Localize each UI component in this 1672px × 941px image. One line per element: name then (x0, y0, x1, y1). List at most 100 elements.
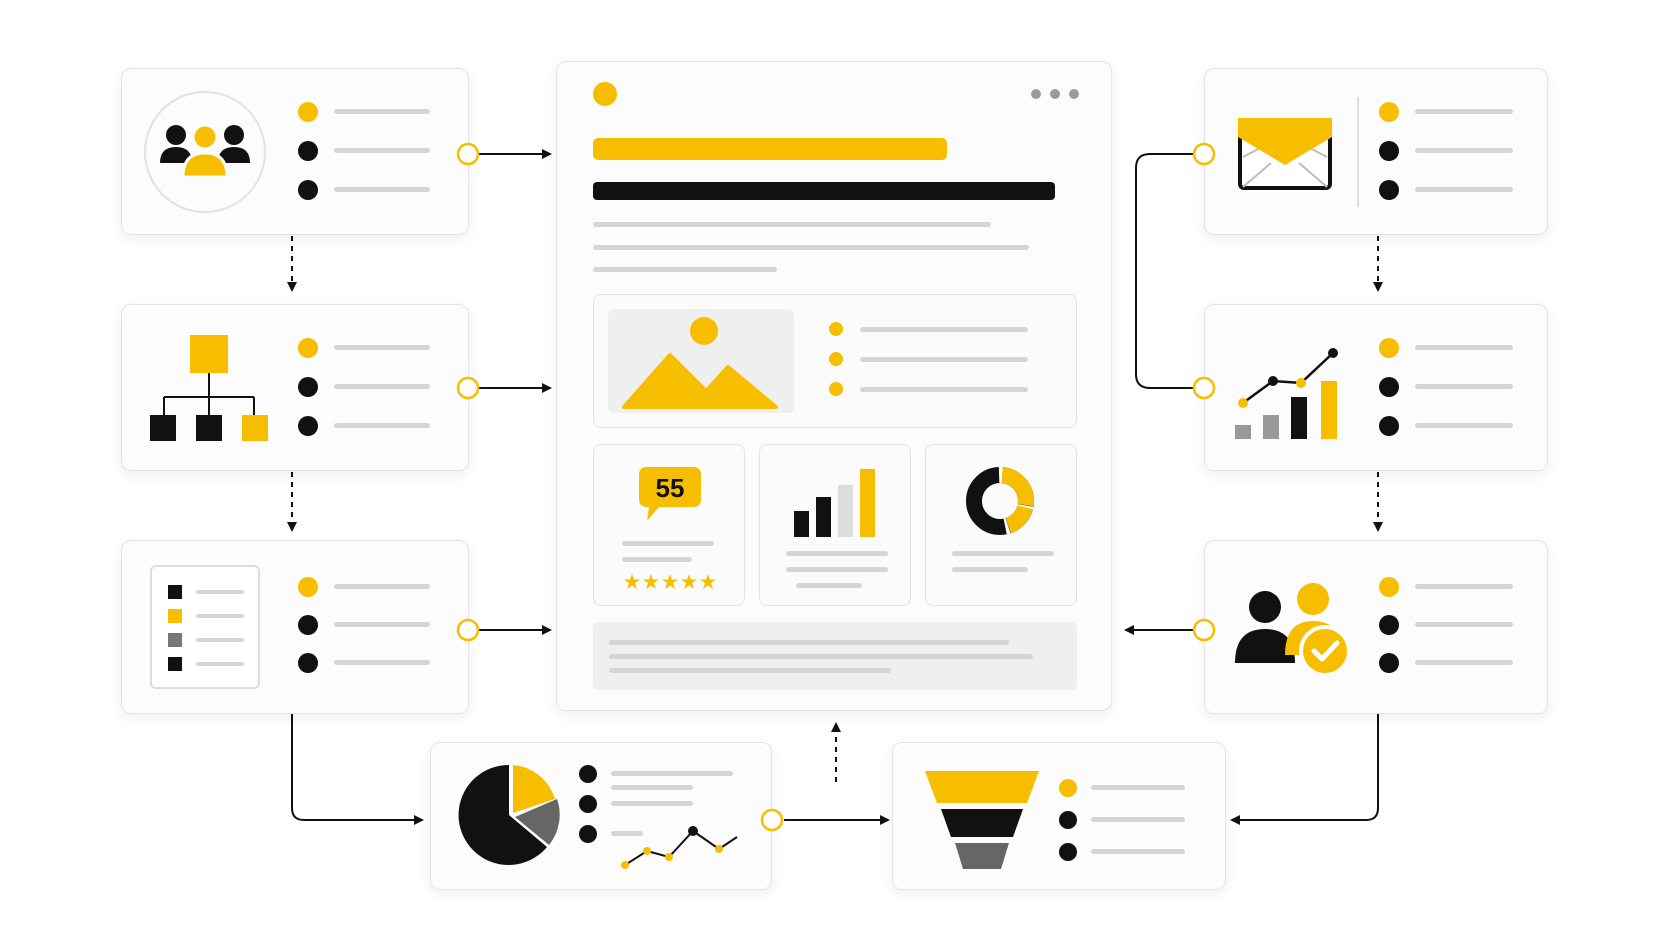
text-line (611, 801, 693, 806)
bullet-dot (298, 102, 318, 122)
text-line (609, 654, 1033, 659)
bullet-dot (298, 338, 318, 358)
bullet-dot (1379, 615, 1399, 635)
text-line (1415, 345, 1513, 350)
text-line (334, 660, 430, 665)
bullet-dot (579, 795, 597, 813)
bullet-dot (1379, 141, 1399, 161)
bullet-dot (1379, 102, 1399, 122)
envelope-icon (1238, 118, 1332, 190)
center-document-card: 55 (556, 61, 1112, 711)
text-line (609, 668, 891, 673)
text-line (1415, 187, 1513, 192)
user-check-icon (1235, 583, 1351, 677)
arrow-list-to-pie (291, 713, 424, 825)
bullet-dot (1379, 653, 1399, 673)
document-status-dot (593, 82, 617, 106)
bullet-dot (829, 382, 843, 396)
trend-line-icon (621, 826, 738, 869)
bullet-dot (829, 322, 843, 336)
text-line (786, 551, 888, 556)
bullet-dot (298, 577, 318, 597)
card-divider (1357, 97, 1359, 207)
quote-tile: 55 (593, 444, 745, 606)
text-line (622, 541, 714, 546)
bullet-dot (298, 377, 318, 397)
text-line (1091, 849, 1185, 854)
text-line (611, 771, 733, 776)
text-line (1415, 109, 1513, 114)
more-dots-icon[interactable] (1031, 89, 1079, 99)
document-title-bar (593, 138, 947, 160)
text-line (796, 583, 862, 588)
text-line (1415, 622, 1513, 627)
donut-chart-tile (925, 444, 1077, 606)
text-line (1415, 660, 1513, 665)
text-line (1091, 817, 1185, 822)
growth-card (1204, 304, 1548, 471)
org-chart-icon (150, 335, 268, 441)
arrow-user-to-funnel (1230, 713, 1379, 825)
text-line (593, 267, 777, 272)
text-line (860, 327, 1028, 332)
funnel-icon (925, 771, 1039, 869)
text-line (952, 551, 1054, 556)
checklist-card (121, 540, 469, 714)
text-line (334, 109, 430, 114)
text-line (611, 785, 693, 790)
text-line (786, 567, 888, 572)
user-verified-card (1204, 540, 1548, 714)
bullet-dot (829, 352, 843, 366)
text-line (1091, 785, 1185, 790)
image-icon (608, 309, 794, 413)
text-line (593, 222, 991, 227)
pie-analytics-card (430, 742, 772, 890)
text-line (593, 245, 1029, 250)
bullet-dot (579, 825, 597, 843)
team-icon (144, 91, 266, 213)
star-rating-icon (624, 574, 716, 589)
text-line (622, 557, 692, 562)
growth-chart-icon (1235, 348, 1338, 439)
bullet-dot (1059, 843, 1077, 861)
text-line (1415, 384, 1513, 389)
bullet-dot (298, 180, 318, 200)
text-line (334, 384, 430, 389)
svg-text:55: 55 (656, 473, 685, 503)
document-heading-bar (593, 182, 1055, 200)
bar-chart-icon (794, 469, 875, 537)
bullet-dot (298, 615, 318, 635)
text-line (334, 622, 430, 627)
email-card (1204, 68, 1548, 235)
checklist-icon (150, 565, 260, 689)
text-line (1415, 423, 1513, 428)
text-line (860, 387, 1028, 392)
bullet-dot (298, 141, 318, 161)
text-line (334, 584, 430, 589)
bullet-dot (298, 416, 318, 436)
bar-chart-tile (759, 444, 911, 606)
text-line (334, 187, 430, 192)
bullet-dot (579, 765, 597, 783)
org-chart-card (121, 304, 469, 471)
connector-email-growth (1135, 153, 1204, 389)
text-line (334, 423, 430, 428)
text-line (611, 831, 643, 836)
funnel-card (892, 742, 1226, 890)
text-line (334, 148, 430, 153)
bullet-dot (1379, 577, 1399, 597)
text-line (952, 567, 1028, 572)
pie-chart-icon (458, 764, 560, 865)
text-line (1415, 148, 1513, 153)
text-line (860, 357, 1028, 362)
text-line (609, 640, 1009, 645)
bullet-dot (1379, 416, 1399, 436)
bullet-dot (1379, 180, 1399, 200)
donut-chart-icon (966, 466, 1034, 535)
text-line (334, 345, 430, 350)
image-section (593, 294, 1077, 428)
quote-icon: 55 (639, 467, 701, 521)
bullet-dot (1059, 779, 1077, 797)
bullet-dot (1379, 377, 1399, 397)
